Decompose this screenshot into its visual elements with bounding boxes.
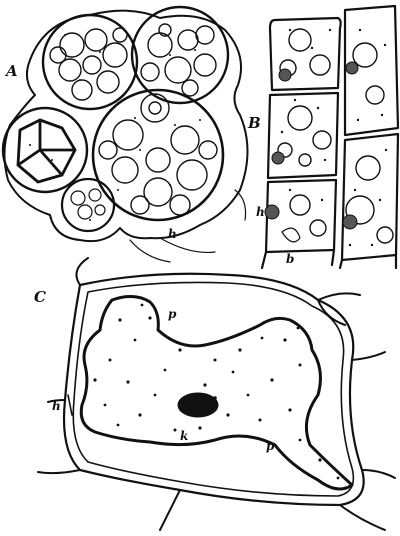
panel-a-h-label: h [168, 228, 177, 240]
nucleus [265, 205, 279, 219]
nucleus [346, 62, 358, 74]
panel-b-label: B [248, 116, 261, 131]
panel-c-h-label: h [52, 400, 61, 412]
panel-a-cell [62, 179, 114, 231]
panel-b-drawing [262, 6, 398, 268]
panel-c-drawing [38, 258, 395, 530]
panel-a-cell [132, 7, 228, 103]
nucleus [178, 393, 218, 417]
panel-a-label: A [6, 64, 18, 79]
panel-a-drawing [3, 7, 248, 262]
nucleus [343, 215, 357, 229]
panel-c-label: C [34, 290, 46, 305]
panel-b-h-label: h [256, 206, 265, 218]
nucleus [279, 69, 291, 81]
nucleus [272, 152, 284, 164]
panel-c-p-label-right: p [266, 440, 274, 452]
panel-c-p-label-top: p [168, 308, 176, 320]
panel-c-protoplast [81, 296, 352, 489]
panel-c-k-label: k [180, 430, 188, 442]
panel-b-b-label: b [286, 253, 294, 265]
